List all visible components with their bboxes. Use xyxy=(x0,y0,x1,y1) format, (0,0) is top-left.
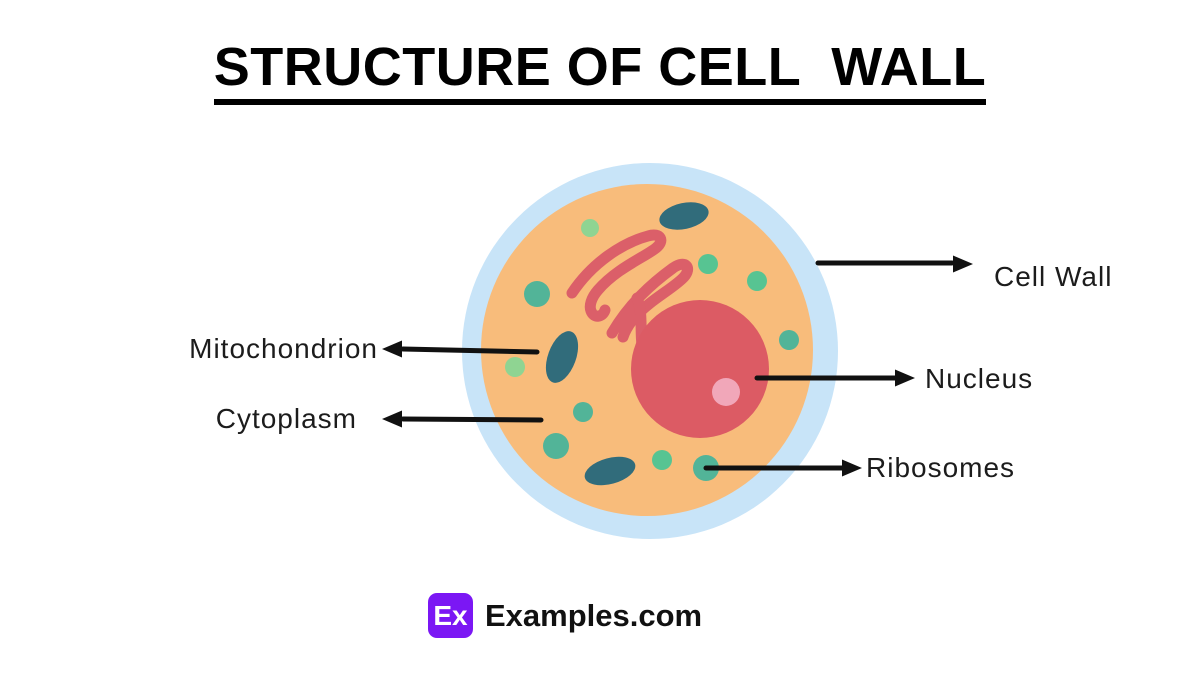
mitochondria-group xyxy=(545,202,709,486)
brand-badge-icon: Ex xyxy=(428,593,473,638)
brand-logo: Ex Examples.com xyxy=(428,593,702,638)
mitochondrion-shape xyxy=(584,456,636,486)
pointer-arrows xyxy=(382,255,973,477)
label-cytoplasm: Cytoplasm xyxy=(215,403,357,434)
mitochondrion-arrow-head xyxy=(382,340,402,358)
ribosome-dot xyxy=(747,271,767,291)
ribosome-dot xyxy=(573,402,593,422)
ribosome-dot xyxy=(505,357,525,377)
nucleus-arrow-head xyxy=(895,369,915,387)
ribosome-dot xyxy=(652,450,672,470)
mitochondrion-arrow-line xyxy=(400,346,540,355)
label-cell-wall: Cell Wall xyxy=(994,261,1113,292)
ribosome-dot xyxy=(524,281,550,307)
label-ribosomes: Ribosomes xyxy=(866,452,1016,483)
mitochondrion-shape xyxy=(545,331,579,383)
cytoplasm-arrow-head xyxy=(382,410,402,428)
brand-text: Examples.com xyxy=(485,597,703,633)
cell-wall-arrow-head xyxy=(953,255,973,273)
label-nucleus: Nucleus xyxy=(925,363,1034,394)
label-mitochondrion: Mitochondrion xyxy=(189,333,378,364)
cytoplasm-arrow-line xyxy=(400,416,544,423)
ribosomes-arrow-head xyxy=(842,459,862,477)
ribosome-dot xyxy=(543,433,569,459)
ribosome-dot xyxy=(779,330,799,350)
er-curve-lower xyxy=(606,258,693,343)
ribosome-dot xyxy=(581,219,599,237)
page-title: STRUCTURE OF CELL WALL xyxy=(213,40,987,105)
mitochondrion-shape xyxy=(659,202,709,230)
ribosome-dot xyxy=(698,254,718,274)
er-curve-upper xyxy=(566,229,667,322)
title-bar: STRUCTURE OF CELL WALL xyxy=(0,40,1200,105)
nucleolus xyxy=(712,378,740,406)
nucleus-body xyxy=(631,300,769,438)
